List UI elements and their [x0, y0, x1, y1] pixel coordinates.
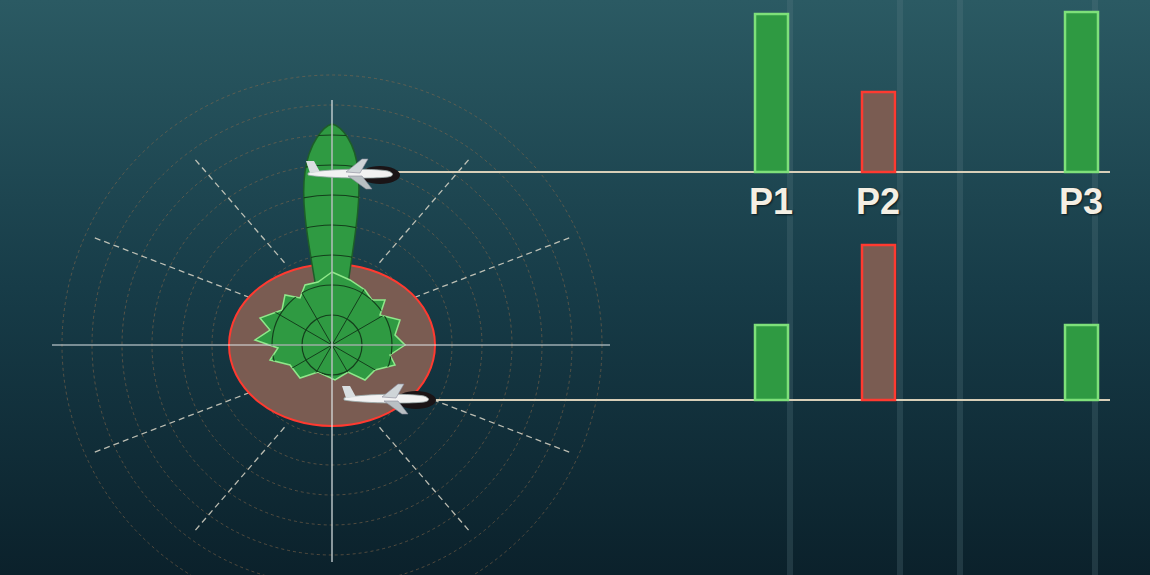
bearing-line	[414, 393, 570, 453]
pulse-label: P3	[1059, 184, 1103, 220]
range-ring	[62, 75, 602, 575]
pulse-bar	[862, 92, 895, 172]
pattern-grid	[32, 45, 632, 575]
pulse-bar	[1065, 12, 1098, 172]
range-rings	[62, 75, 602, 575]
aircraft	[306, 159, 400, 189]
pulse-bar	[1065, 325, 1098, 400]
bearing-line	[94, 238, 250, 298]
wing	[348, 176, 372, 189]
aircraft	[342, 384, 436, 414]
grid-stroke	[957, 0, 963, 575]
pattern-spoke	[332, 85, 482, 345]
axis-vertical	[331, 100, 332, 562]
bearing-line	[195, 159, 285, 263]
pattern-spoke	[332, 345, 592, 495]
wing	[382, 384, 404, 398]
pulse-bar	[862, 245, 895, 400]
pulse-label: P2	[856, 184, 900, 220]
pattern-spoke	[182, 85, 332, 345]
antenna-pattern-blob	[255, 272, 405, 380]
pattern-spoke	[332, 195, 592, 345]
grid-stroke	[897, 0, 903, 575]
bearing-line	[94, 393, 250, 453]
pulse-bar	[755, 14, 788, 172]
pattern-spoke	[72, 345, 332, 495]
faint-grid	[790, 0, 1095, 575]
pulse-label: P1	[749, 184, 793, 220]
pattern-spoke	[332, 345, 482, 575]
axis-horizontal	[52, 344, 610, 345]
pattern-spoke	[182, 345, 332, 575]
wing	[384, 401, 408, 414]
wing	[346, 159, 368, 173]
pattern-ring	[62, 75, 602, 575]
pattern-spoke	[72, 195, 332, 345]
tail	[342, 386, 356, 398]
bearing-line	[195, 427, 285, 531]
signal-baseline	[392, 171, 1110, 173]
bearing-line	[414, 238, 570, 298]
tail	[306, 161, 320, 173]
pulse-bar	[755, 325, 788, 400]
bearing-line	[380, 427, 470, 531]
